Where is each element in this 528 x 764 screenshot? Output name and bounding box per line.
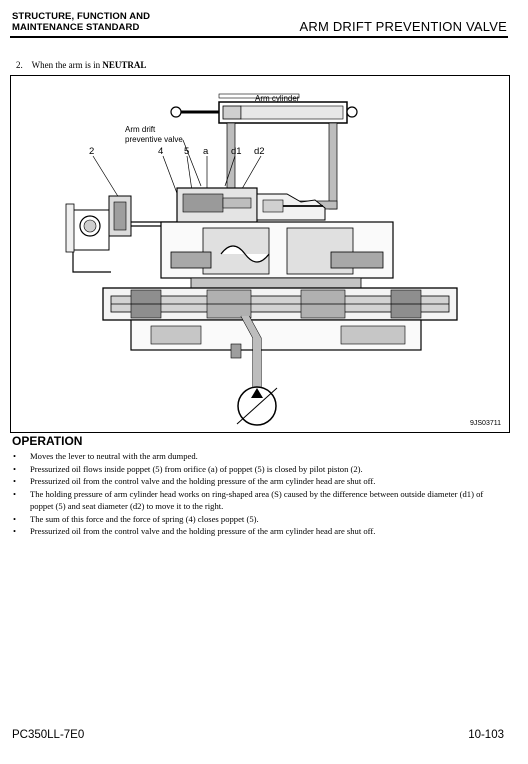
step-emphasis: NEUTRAL xyxy=(102,60,147,70)
section-heading-line1: STRUCTURE, FUNCTION AND xyxy=(12,11,151,22)
list-item: •Pressurized oil flows inside poppet (5)… xyxy=(13,463,363,474)
step-text: When the arm is in xyxy=(31,60,101,70)
lower-valve-section xyxy=(130,319,422,359)
drift-valve-body xyxy=(176,187,326,225)
list-item: •Pressurized oil from the control valve … xyxy=(13,476,376,486)
pilot-piston-block xyxy=(65,195,199,273)
pump-line xyxy=(240,315,262,394)
footer-page-number: 10-103 xyxy=(468,729,504,741)
figure-code: 9JS03711 xyxy=(469,420,501,427)
footer-model: PC350LL-7E0 xyxy=(12,729,85,741)
list-item: •Moves the lever to neutral with the arm… xyxy=(13,451,198,461)
list-item: •Pressurized oil from the control valve … xyxy=(13,526,376,536)
hydraulic-diagram-figure: Arm cylinder Arm drift preventive valve … xyxy=(10,75,510,433)
operation-list: •Moves the lever to neutral with the arm… xyxy=(12,450,500,538)
step-number: 2. xyxy=(16,60,23,70)
label-valve-line2: preventive valve xyxy=(125,135,183,144)
operation-heading: OPERATION xyxy=(12,434,83,448)
label-callout-a: a xyxy=(203,146,209,157)
label-arm-cylinder: Arm cylinder xyxy=(255,94,300,103)
label-callout-5: 5 xyxy=(184,146,189,157)
main-spool xyxy=(102,287,458,321)
list-item: •The holding pressure of arm cylinder he… xyxy=(13,488,484,512)
header-rule xyxy=(10,36,508,38)
label-callout-d1: d1 xyxy=(231,146,242,157)
label-valve-line1: Arm drift xyxy=(125,125,156,134)
page-title: ARM DRIFT PREVENTION VALVE xyxy=(299,19,507,34)
list-item: •The sum of this force and the force of … xyxy=(13,513,259,524)
control-valve-block xyxy=(160,221,394,291)
section-heading: STRUCTURE, FUNCTION AND MAINTENANCE STAN… xyxy=(12,11,212,33)
arm-cylinder xyxy=(170,93,358,124)
label-callout-4: 4 xyxy=(158,146,163,157)
label-callout-2: 2 xyxy=(89,146,94,157)
hydraulic-diagram: Arm cylinder Arm drift preventive valve … xyxy=(65,93,458,426)
step-heading: 2. When the arm is in NEUTRAL xyxy=(16,60,146,70)
label-callout-d2: d2 xyxy=(254,146,265,157)
section-heading-line2: MAINTENANCE STANDARD xyxy=(12,22,140,33)
pump-symbol xyxy=(236,386,278,426)
